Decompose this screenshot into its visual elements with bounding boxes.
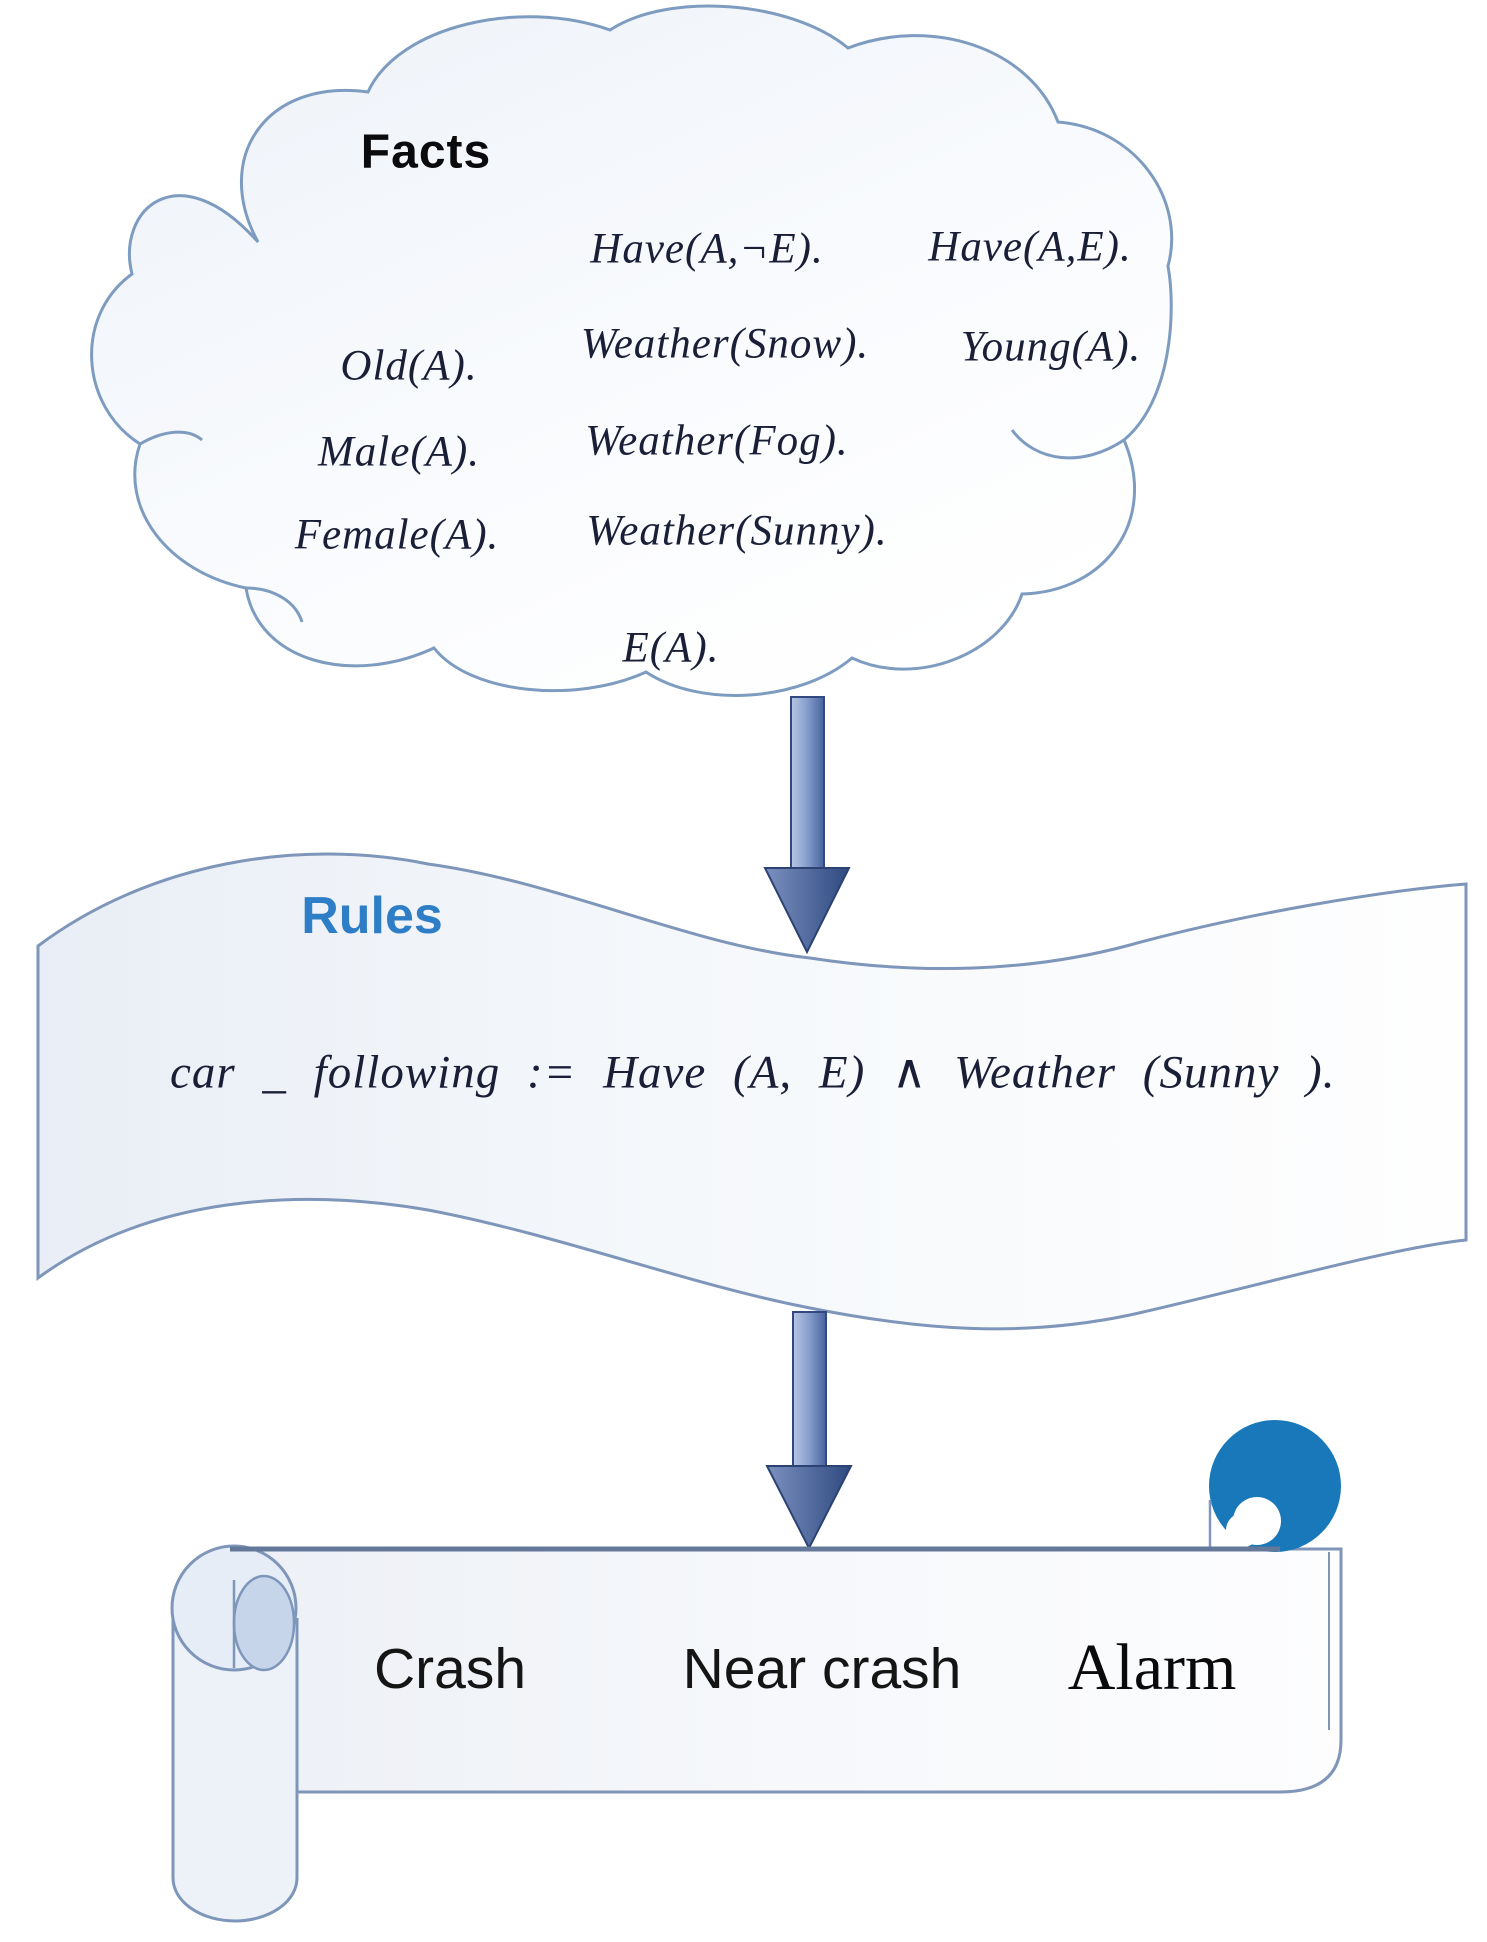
cloud-curl-bottom-left — [245, 586, 304, 623]
scroll-left-roll-inner — [232, 1574, 296, 1672]
fact-item: Have(A,E). — [928, 223, 1132, 271]
scroll-left-tube — [171, 1605, 299, 1923]
rule-formula: car _ following := Have (A, E) ∧ Weather… — [170, 1046, 1336, 1099]
fact-item: Male(A). — [317, 428, 481, 476]
cloud-curl-right — [1010, 429, 1125, 460]
output-label-alarm: Alarm — [1067, 1631, 1237, 1704]
fact-item: Weather(Snow). — [580, 320, 870, 368]
fact-item: Have(A,¬E). — [590, 225, 824, 273]
fact-item: Weather(Sunny). — [586, 507, 888, 555]
fact-item: Weather(Fog). — [585, 417, 849, 465]
outputs-scroll-shape — [170, 1420, 1343, 1923]
cloud-curl-left — [139, 430, 203, 446]
scroll-curl-notch-2 — [1226, 1513, 1260, 1547]
down-arrow-icon — [763, 696, 851, 955]
rules-banner-title: Rules — [301, 887, 443, 945]
rules-banner-shape — [36, 852, 1468, 1331]
output-label-near-crash: Near crash — [682, 1637, 962, 1701]
down-arrow-icon — [765, 1311, 853, 1551]
facts-cloud-shape — [90, 4, 1174, 697]
fact-item: E(A). — [622, 624, 720, 672]
facts-cloud-title: Facts — [360, 125, 492, 179]
output-label-crash: Crash — [373, 1637, 527, 1701]
fact-item: Young(A). — [960, 323, 1142, 371]
fact-item: Old(A). — [340, 342, 478, 390]
fact-item: Female(A). — [294, 511, 500, 559]
